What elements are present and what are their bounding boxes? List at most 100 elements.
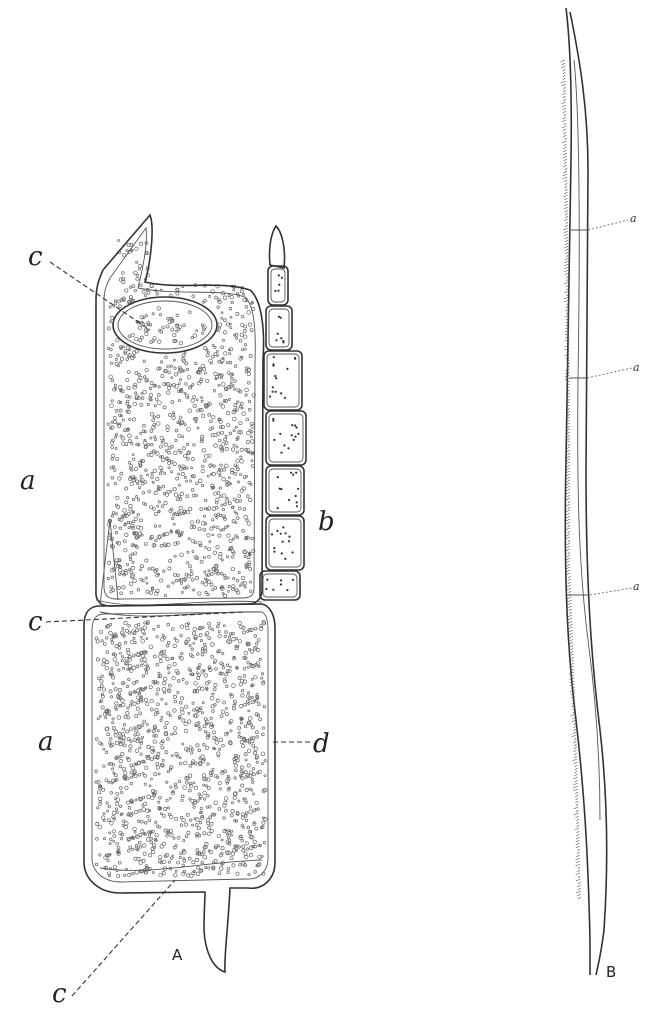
stipple-dot (180, 816, 183, 819)
stipple-dot (118, 647, 121, 650)
stipple-dot (119, 765, 122, 768)
fringe-hair (567, 480, 570, 482)
stipple-dot (109, 742, 111, 744)
stipple-dot (119, 755, 121, 757)
stipple-dot (231, 802, 233, 804)
stipple-dot (132, 848, 134, 850)
fringe-hair (562, 120, 567, 122)
stipple-dot (179, 379, 181, 381)
stipple-dot (216, 526, 219, 529)
stipple-dot (113, 526, 116, 529)
stipple-dot (182, 354, 185, 357)
stipple-dot (97, 718, 99, 720)
stipple-dot (211, 427, 214, 430)
stipple-dot (141, 482, 144, 485)
fringe-hair (563, 111, 566, 113)
stipple-dot (208, 555, 211, 558)
stipple-dot (184, 392, 186, 394)
stipple-dot (122, 272, 125, 275)
stipple-dot (213, 389, 216, 392)
fringe-hair (564, 99, 566, 101)
stipple-dot (217, 491, 220, 494)
filament-granule (294, 424, 296, 426)
stipple-dot (225, 809, 228, 812)
fringe-hair (565, 189, 567, 191)
stipple-dot (150, 412, 154, 416)
stipple-dot (249, 355, 252, 358)
stipple-dot (230, 814, 233, 817)
stipple-dot (149, 645, 153, 649)
stipple-dot (122, 628, 124, 630)
stipple-dot (118, 643, 121, 646)
stipple-dot (193, 709, 196, 712)
stipple-dot (202, 332, 204, 334)
stipple-dot (110, 821, 114, 825)
stipple-dot (238, 800, 240, 802)
fringe-hair (577, 885, 581, 887)
stipple-dot (244, 855, 248, 859)
stipple-dot (157, 703, 160, 706)
stipple-dot (139, 861, 143, 865)
stipple-dot (212, 355, 215, 358)
stipple-dot (200, 508, 203, 511)
stipple-dot (153, 773, 156, 776)
stipple-dot (227, 867, 230, 870)
stipple-dot (263, 841, 265, 843)
stipple-dot (197, 827, 200, 830)
fringe-hair (568, 606, 571, 608)
stipple-dot (144, 783, 146, 785)
fringe-hair (570, 639, 573, 641)
stipple-dot (129, 504, 132, 507)
stipple-dot (191, 336, 194, 339)
stipple-dot (191, 648, 193, 650)
stipple-dot (111, 576, 113, 578)
stipple-dot (196, 482, 199, 485)
stipple-dot (229, 361, 232, 364)
stipple-dot (145, 671, 148, 674)
stipple-dot (115, 802, 118, 805)
stipple-dot (248, 408, 251, 411)
stipple-dot (170, 833, 173, 836)
fringe-hair (563, 147, 567, 149)
stipple-dot (247, 381, 250, 384)
stipple-dot (213, 551, 217, 555)
cell-filament (260, 266, 306, 600)
fringe-hair (573, 741, 576, 743)
stipple-dot (136, 496, 138, 498)
stipple-dot (169, 815, 172, 818)
stipple-dot (249, 788, 251, 790)
stipple-dot (187, 427, 191, 431)
stipple-dot (222, 666, 224, 668)
filament-granule (280, 452, 282, 454)
filament-cell (266, 516, 304, 570)
label-b: b (318, 507, 335, 537)
fringe-hair (566, 486, 570, 488)
upper-cell-stipple (107, 239, 255, 597)
stipple-dot (132, 654, 135, 657)
stipple-dot (134, 810, 137, 813)
stipple-dot (150, 708, 153, 711)
stipple-dot (101, 816, 105, 820)
stipple-dot (172, 416, 175, 419)
stipple-dot (135, 714, 138, 717)
stipple-dot (118, 305, 121, 308)
label-d: d (313, 729, 330, 759)
fringe-hair (564, 132, 567, 134)
fringe-hair (572, 720, 576, 722)
fringe-hair (564, 231, 568, 233)
stipple-dot (171, 328, 174, 331)
stipple-dot (172, 676, 175, 679)
stipple-dot (189, 774, 192, 777)
stipple-dot (199, 821, 202, 824)
stipple-dot (172, 319, 174, 321)
stipple-dot (177, 473, 179, 475)
stipple-dot (158, 801, 160, 803)
stipple-dot (227, 590, 229, 592)
stipple-dot (139, 846, 142, 849)
stipple-dot (147, 745, 151, 749)
stipple-dot (208, 622, 211, 625)
fringe-hair (565, 273, 569, 275)
stipple-dot (234, 472, 237, 475)
stipple-dot (107, 810, 109, 812)
stipple-dot (124, 821, 128, 825)
